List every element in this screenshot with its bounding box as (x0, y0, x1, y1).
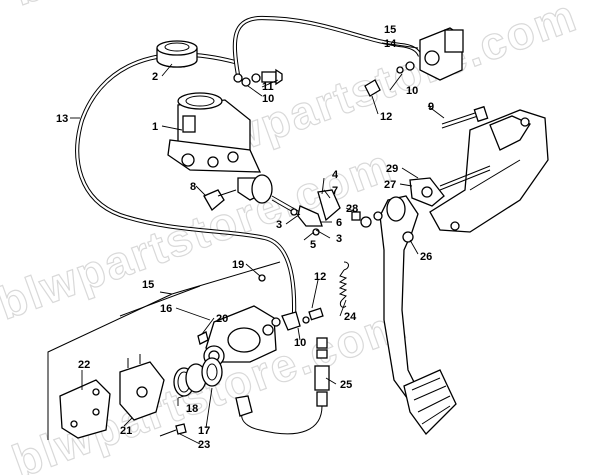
callout-28: 28 (346, 203, 358, 215)
brake-switch (235, 337, 330, 435)
watermark-text-1: blwpartstore.com (6, 0, 414, 15)
assembly-15-frame (47, 261, 281, 440)
callout-18: 18 (186, 403, 198, 415)
spring-24 (338, 261, 349, 308)
master-cylinder (167, 92, 273, 204)
callout-23: 23 (198, 439, 210, 451)
callout-3b: 3 (336, 233, 342, 245)
callout-14: 14 (384, 38, 397, 50)
reservoir-cap (156, 40, 198, 68)
callout-27: 27 (384, 179, 396, 191)
bolt-9 (441, 105, 489, 129)
callout-3a: 3 (276, 219, 282, 231)
brake-pedal (379, 195, 457, 435)
pushrod-clevis (271, 189, 383, 236)
leader-lines (70, 42, 445, 445)
callout-22: 22 (78, 359, 90, 371)
bracket-21 (119, 354, 165, 421)
callout-1: 1 (152, 121, 158, 133)
small-parts (197, 274, 266, 345)
banjo-fittings-top (233, 68, 283, 87)
pedal-bracket (429, 109, 549, 233)
bolt-23 (159, 423, 187, 437)
callout-26: 26 (420, 251, 432, 263)
callout-8: 8 (190, 181, 196, 193)
hose-13 (75, 52, 297, 316)
callout-9: 9 (428, 101, 434, 113)
callout-4: 4 (332, 169, 339, 181)
callout-6: 6 (336, 217, 342, 229)
callout-29: 29 (386, 163, 398, 175)
callout-17: 17 (198, 425, 210, 437)
callout-10c: 10 (294, 337, 306, 349)
remote-reservoir (364, 27, 464, 97)
callout-12a: 12 (380, 111, 392, 123)
callout-20: 20 (216, 313, 228, 325)
callout-12b: 12 (314, 271, 326, 283)
bolt-8 (203, 189, 237, 211)
callout-5: 5 (310, 239, 316, 251)
callout-11: 11 (262, 81, 274, 93)
callout-7: 7 (332, 185, 338, 197)
plate-22 (59, 379, 111, 439)
callout-15a: 15 (384, 24, 396, 36)
callout-2: 2 (152, 71, 158, 83)
callout-13: 13 (56, 113, 68, 125)
callout-10a: 10 (262, 93, 274, 105)
callout-24: 24 (344, 311, 357, 323)
lower-banjo (281, 307, 324, 331)
callout-25: 25 (340, 379, 352, 391)
pivot-bushing (409, 165, 491, 207)
callout-16: 16 (160, 303, 172, 315)
callout-19: 19 (232, 259, 244, 271)
callout-15b: 15 (142, 279, 154, 291)
callout-21: 21 (120, 425, 132, 437)
callout-10b: 10 (406, 85, 418, 97)
callout-labels: 1 2 3 3 4 5 6 7 8 9 10 10 10 11 12 12 13… (56, 24, 434, 451)
